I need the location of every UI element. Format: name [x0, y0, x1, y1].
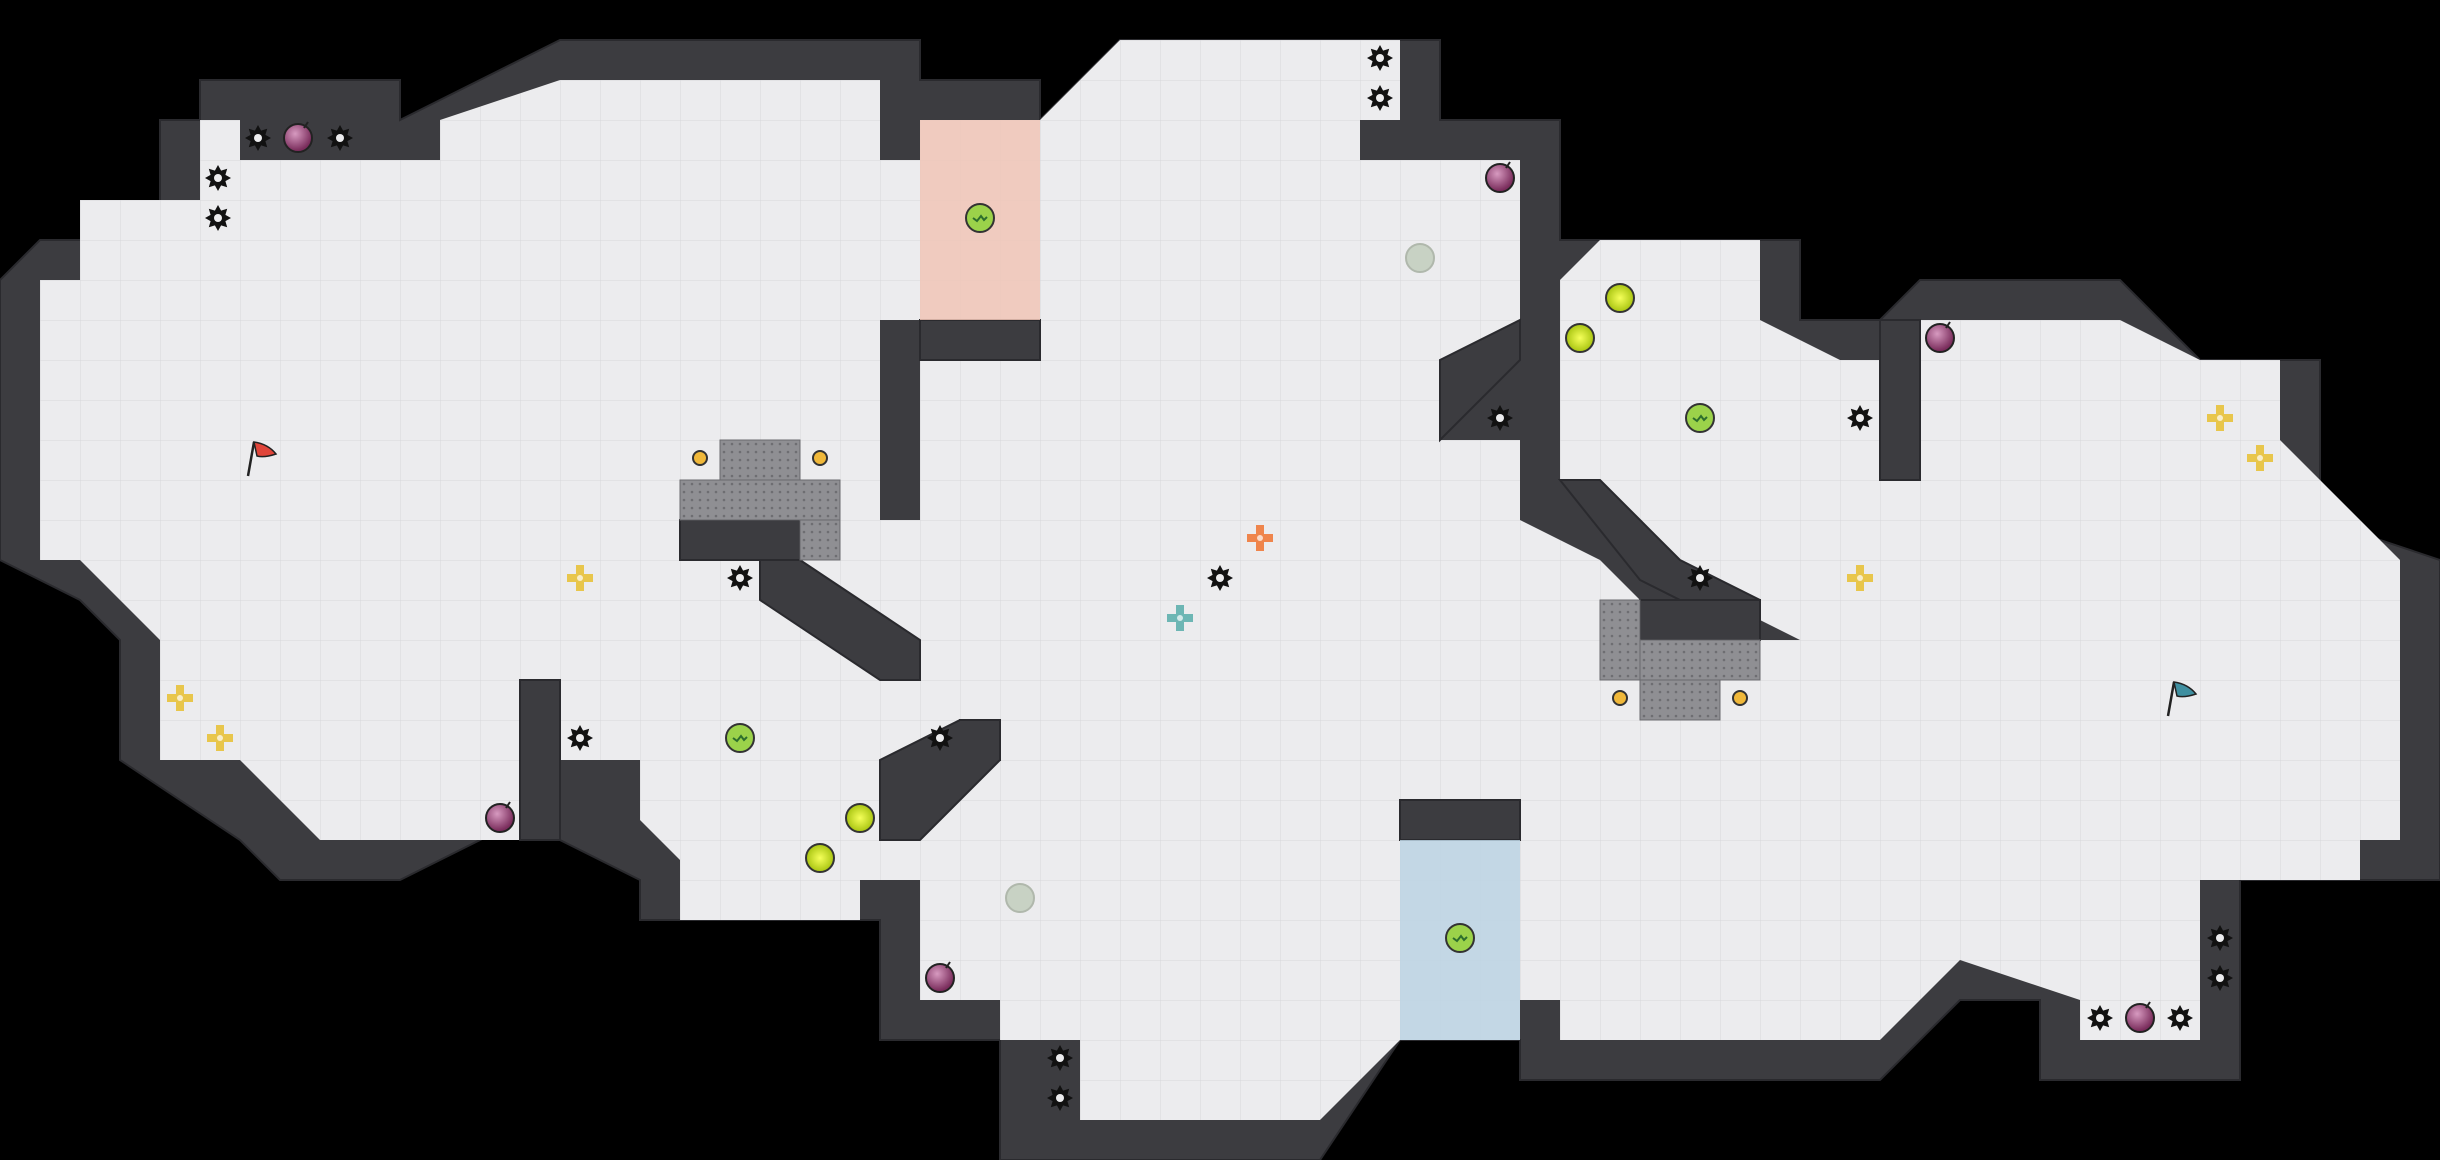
inactive-boost-icon: [1005, 883, 1035, 913]
speed-boost-icon: [805, 843, 835, 873]
bomb-icon: [1485, 161, 1515, 193]
bomb-icon: [283, 121, 313, 153]
powerup-icon: [567, 565, 593, 591]
floor-layer: [40, 40, 2400, 1120]
spike-icon: [1047, 1045, 1073, 1071]
spike-icon: [1207, 565, 1233, 591]
speed-boost-icon: [1605, 283, 1635, 313]
powerup-icon: [167, 685, 193, 711]
powerup-icon: [2207, 405, 2233, 431]
grate-layer: [679, 439, 1761, 721]
team-boost-icon: [965, 203, 995, 233]
spike-icon: [1047, 1085, 1073, 1111]
powerup-icon: [1847, 565, 1873, 591]
speed-boost-icon: [845, 803, 875, 833]
powerup-icon: [1247, 525, 1273, 551]
spike-icon: [1367, 45, 1393, 71]
inactive-boost-icon: [1405, 243, 1435, 273]
spike-icon: [727, 565, 753, 591]
bomb-icon: [1925, 321, 1955, 353]
spike-icon: [2207, 965, 2233, 991]
spike-icon: [245, 125, 271, 151]
team-boost-icon: [725, 723, 755, 753]
spike-icon: [2167, 1005, 2193, 1031]
gate-switch-icon: [1612, 690, 1628, 706]
team-boost-icon: [1445, 923, 1475, 953]
spike-icon: [1847, 405, 1873, 431]
gate-switch-icon: [1732, 690, 1748, 706]
spike-icon: [205, 205, 231, 231]
spike-icon: [327, 125, 353, 151]
powerup-icon: [2247, 445, 2273, 471]
speed-boost-icon: [1565, 323, 1595, 353]
spike-icon: [567, 725, 593, 751]
bomb-icon: [925, 961, 955, 993]
blue-flag-icon: [2166, 681, 2198, 717]
spike-icon: [205, 165, 231, 191]
spike-icon: [2087, 1005, 2113, 1031]
item-layer: [167, 45, 2273, 1111]
powerup-icon: [207, 725, 233, 751]
spike-icon: [927, 725, 953, 751]
spike-icon: [1687, 565, 1713, 591]
spike-icon: [1367, 85, 1393, 111]
bomb-icon: [485, 801, 515, 833]
gate-switch-icon: [812, 450, 828, 466]
red-flag-icon: [246, 441, 278, 477]
team-boost-icon: [1685, 403, 1715, 433]
spike-icon: [2207, 925, 2233, 951]
interior-walls: [519, 318, 1921, 841]
bomb-icon: [2125, 1001, 2155, 1033]
powerup-icon: [1167, 605, 1193, 631]
spike-icon: [1487, 405, 1513, 431]
gate-switch-icon: [692, 450, 708, 466]
